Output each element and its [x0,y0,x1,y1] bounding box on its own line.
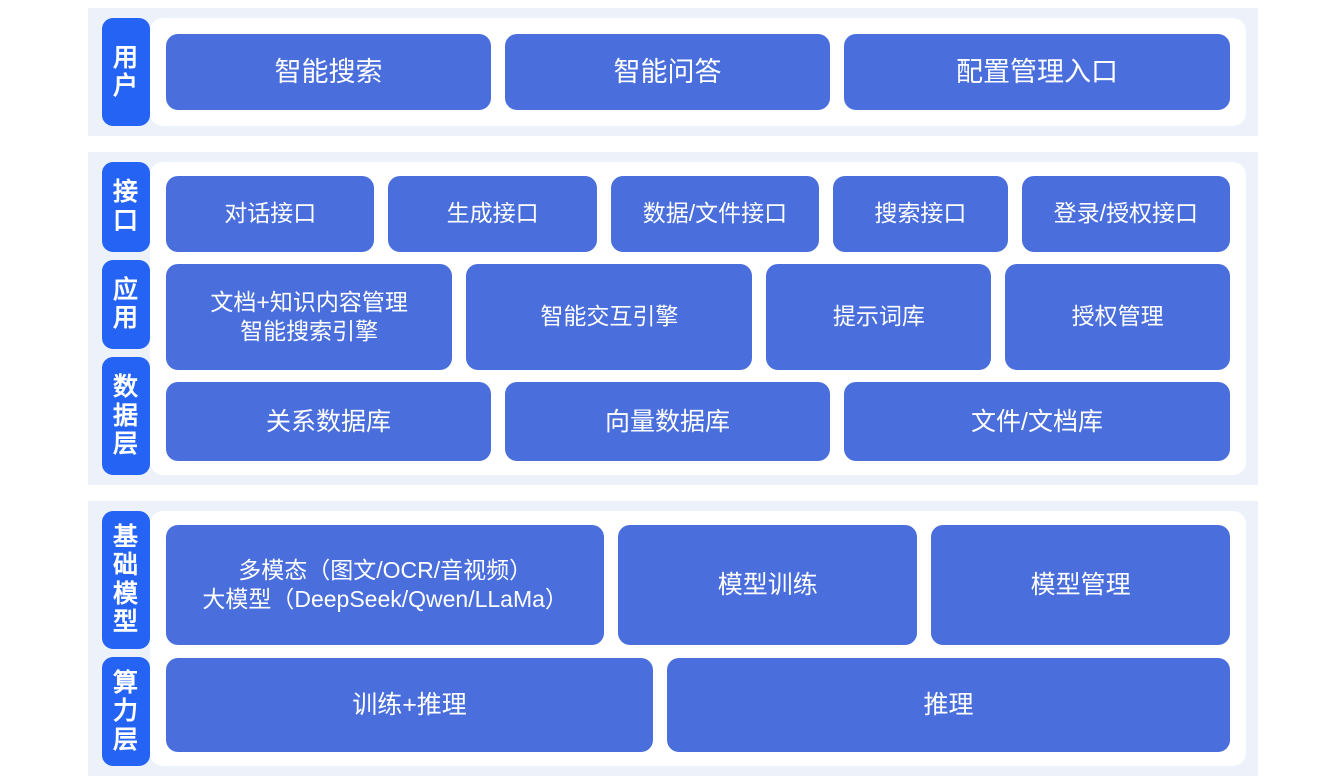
layer-tab-compute-char-2: 力 [112,697,139,726]
layer-tab-foundation-model-char-4: 型 [112,608,139,637]
data-row: 关系数据库 向量数据库 文件/文档库 [166,382,1230,461]
layer-tab-user-char-2: 户 [112,72,139,100]
layer-card-base: 多模态（图文/OCR/音视频） 大模型（DeepSeek/Qwen/LLaMa）… [150,511,1246,766]
layer-group-base: 基 础 模 型 算 力 层 多模态（图文/OCR/音视频） 大模型（DeepSe… [88,501,1258,776]
layer-tab-compute[interactable]: 算 力 层 [102,656,150,766]
layer-tab-data-char-1: 数 [112,373,139,402]
layer-tab-foundation-model-char-2: 础 [112,551,139,580]
layer-group-users: 用 户 智能搜索 智能问答 配置管理入口 [88,8,1258,136]
module-prompt-library[interactable]: 提示词库 [766,264,992,371]
layer-tab-application[interactable]: 应 用 [102,259,150,349]
module-model-training[interactable]: 模型训练 [618,525,918,646]
layer-tab-foundation-model-char-3: 模 [112,579,139,608]
user-entry-row: 智能搜索 智能问答 配置管理入口 [166,34,1230,110]
layer-tab-compute-char-1: 算 [112,668,139,697]
layer-group-stack: 接 口 应 用 数 据 层 对话接口 生成接口 数据/文件接口 搜索接口 登录/… [88,152,1258,485]
module-dialog-api[interactable]: 对话接口 [166,176,375,253]
compute-row: 训练+推理 推理 [166,658,1230,752]
layer-tab-data-char-3: 层 [112,430,139,459]
module-config-management-entry[interactable]: 配置管理入口 [844,34,1230,110]
module-file-document-store[interactable]: 文件/文档库 [844,382,1230,461]
module-generation-api[interactable]: 生成接口 [388,176,597,253]
layer-tab-data[interactable]: 数 据 层 [102,357,150,475]
module-relational-database[interactable]: 关系数据库 [166,382,491,461]
module-vector-database[interactable]: 向量数据库 [505,382,830,461]
layer-tab-interface-char-2: 口 [112,206,139,235]
layer-rail-base: 基 础 模 型 算 力 层 [88,501,150,776]
module-interactive-engine[interactable]: 智能交互引擎 [466,264,753,371]
module-model-management[interactable]: 模型管理 [931,525,1230,646]
layer-tab-application-char-1: 应 [112,275,139,304]
layer-tab-user-char-1: 用 [112,43,139,72]
model-row: 多模态（图文/OCR/音视频） 大模型（DeepSeek/Qwen/LLaMa）… [166,525,1230,646]
layer-tab-foundation-model-char-1: 基 [112,522,139,551]
interface-row: 对话接口 生成接口 数据/文件接口 搜索接口 登录/授权接口 [166,176,1230,253]
layer-rail-stack: 接 口 应 用 数 据 层 [88,152,150,485]
application-row: 文档+知识内容管理 智能搜索引擎 智能交互引擎 提示词库 授权管理 [166,264,1230,371]
module-login-auth-api[interactable]: 登录/授权接口 [1021,176,1230,253]
module-smart-search[interactable]: 智能搜索 [166,34,491,110]
module-multimodal-large-model[interactable]: 多模态（图文/OCR/音视频） 大模型（DeepSeek/Qwen/LLaMa） [166,525,605,646]
layer-rail-users: 用 户 [88,8,150,136]
module-data-file-api[interactable]: 数据/文件接口 [610,176,820,253]
layer-tab-user[interactable]: 用 户 [102,18,150,126]
module-doc-knowledge-search-engine[interactable]: 文档+知识内容管理 智能搜索引擎 [166,264,453,371]
layer-tab-foundation-model[interactable]: 基 础 模 型 [102,511,150,649]
layer-tab-application-char-2: 用 [112,304,139,333]
layer-card-users: 智能搜索 智能问答 配置管理入口 [150,18,1246,126]
layer-tab-interface-char-1: 接 [112,178,139,207]
module-training-inference[interactable]: 训练+推理 [166,658,653,752]
module-authorization-management[interactable]: 授权管理 [1005,264,1230,371]
layer-card-stack: 对话接口 生成接口 数据/文件接口 搜索接口 登录/授权接口 文档+知识内容管理… [150,162,1246,475]
layer-tab-data-char-2: 据 [112,401,139,430]
layer-tab-compute-char-3: 层 [112,725,139,754]
module-inference[interactable]: 推理 [666,658,1230,752]
module-search-api[interactable]: 搜索接口 [833,176,1008,253]
module-smart-qa[interactable]: 智能问答 [505,34,830,110]
layer-tab-interface[interactable]: 接 口 [102,162,150,252]
